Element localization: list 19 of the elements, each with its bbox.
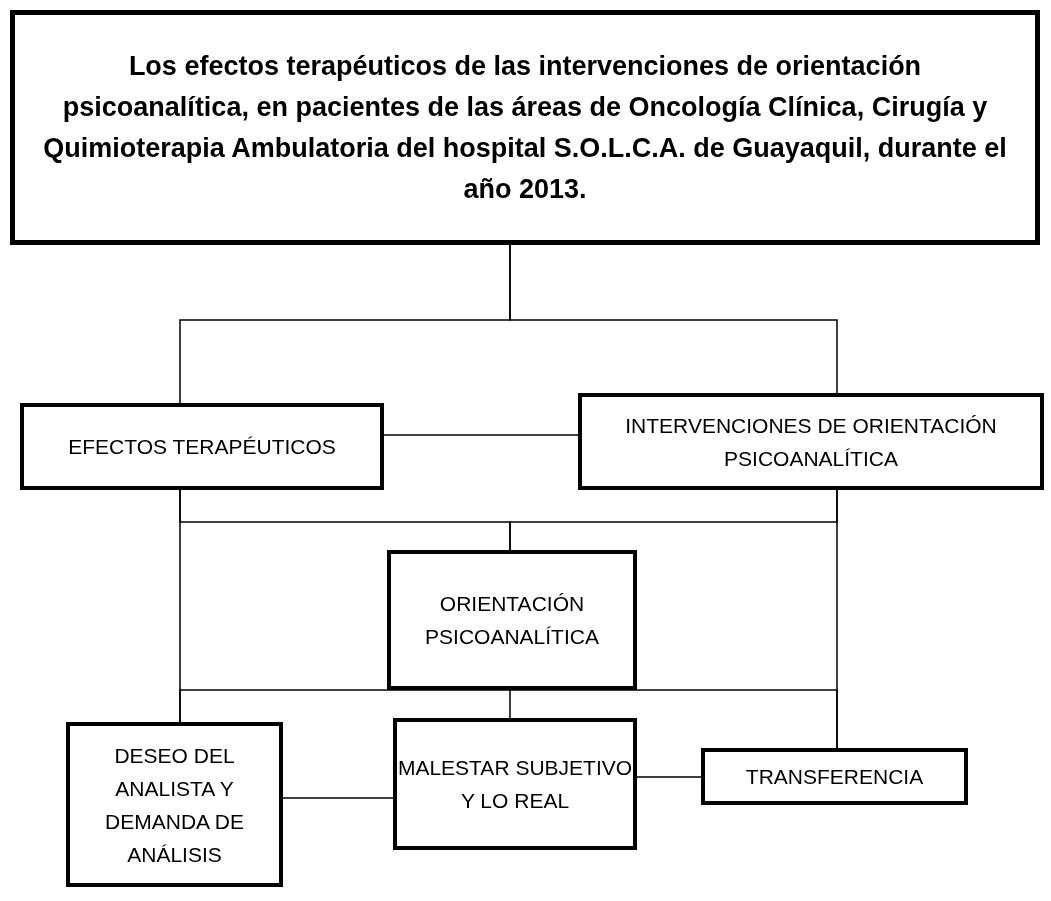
connector-line bbox=[509, 244, 838, 394]
concept-box bbox=[20, 403, 384, 490]
node-label: TRANSFERENCIA bbox=[745, 764, 924, 790]
title-box bbox=[10, 10, 1040, 245]
connector-line bbox=[509, 689, 511, 719]
concept-box bbox=[66, 722, 283, 887]
connector-line bbox=[282, 797, 394, 799]
node-label: DESEO DEL ANALISTA Y DEMANDA DE ANÁLISIS bbox=[104, 742, 245, 868]
node-label: EFECTOS TERAPÉUTICOS bbox=[68, 434, 336, 460]
node-label: MALESTAR SUBJETIVO Y LO REAL bbox=[397, 755, 633, 814]
concept-box bbox=[701, 748, 968, 805]
concept-box bbox=[393, 718, 637, 850]
node-label: INTERVENCIONES DE ORIENTACIÓN PSICOANALÍTICA bbox=[624, 412, 998, 472]
connector-line bbox=[636, 776, 702, 778]
concept-box bbox=[387, 550, 637, 690]
title-text: Los efectos terapéuticos de las intervenciones de orientación psicoanalítica, en pacientes de las áreas de Oncología Clínica, Cirugía y Quimioterapia Ambulatoria del hospital S.O.L.C.A. de Guayaquil, durante el año 2013. bbox=[42, 49, 1008, 206]
concept-box bbox=[578, 393, 1044, 490]
node-label: ORIENTACIÓN PSICOANALÍTICA bbox=[424, 591, 600, 650]
connector-line bbox=[383, 434, 579, 436]
